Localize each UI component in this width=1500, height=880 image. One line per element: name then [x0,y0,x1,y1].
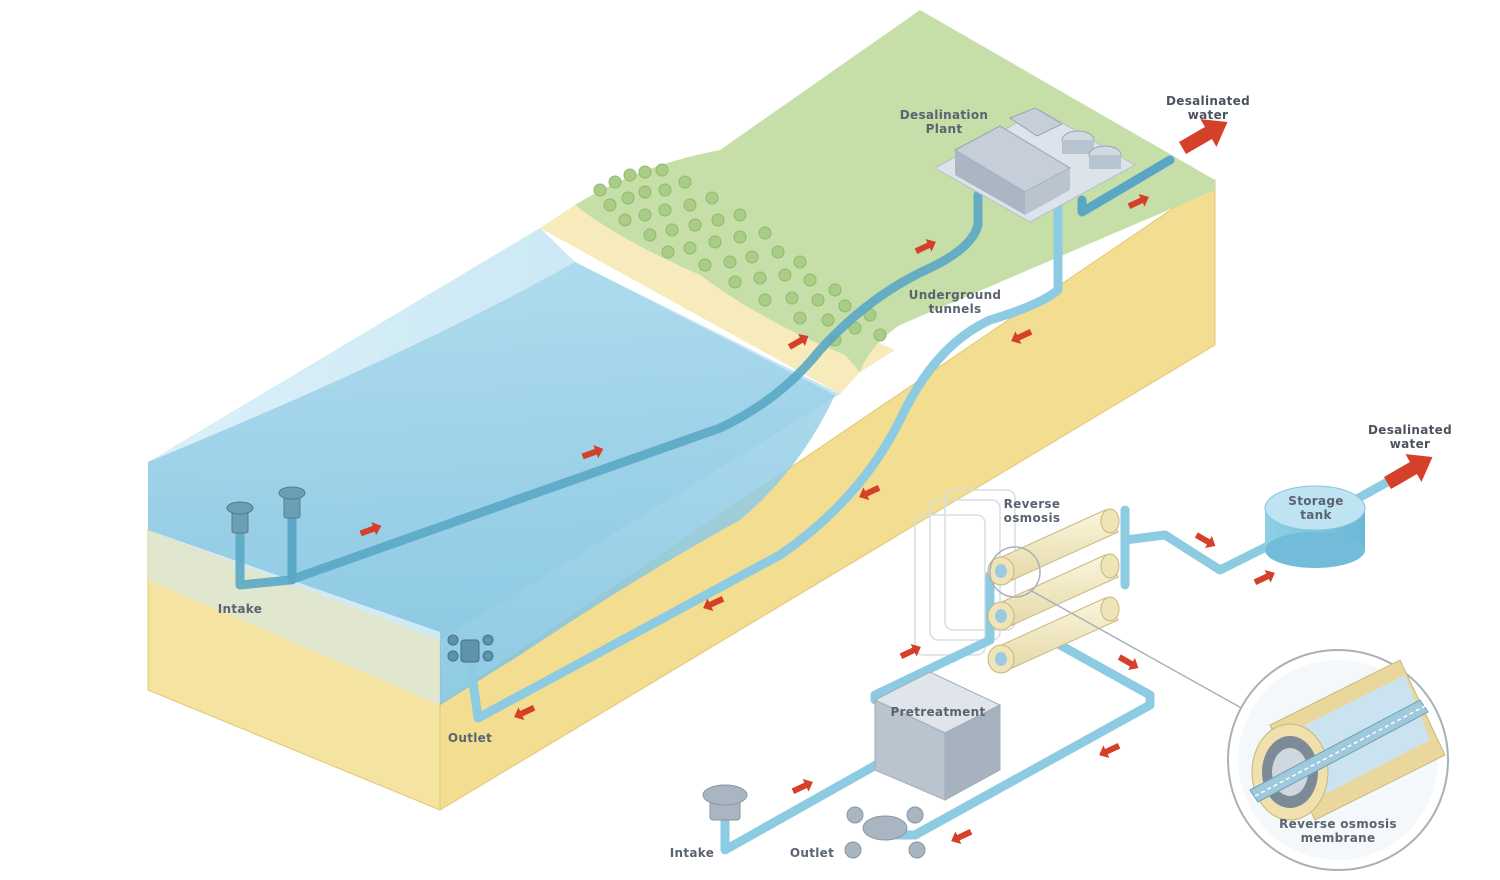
outlet-diffuser-icon [447,634,494,663]
pretreatment-box [873,671,1002,801]
product-pipe [1077,155,1175,217]
flow-arrow-icon [859,485,881,501]
label-desal-plant-1: Desalination [900,108,988,122]
detail-brine-pipe [885,640,1155,840]
label-desal-plant-2: Plant [926,122,963,136]
labels: Desalination Plant Desalinated water Und… [218,94,1452,860]
flow-arrows [359,119,1433,845]
detail-intake-icon [702,784,748,821]
label-desal-water-top-1: Desalinated [1166,94,1250,108]
label-reverse-osmosis-2: osmosis [1004,511,1061,525]
flow-arrow-icon [914,238,936,254]
ro-membrane-detail [1227,649,1449,871]
flow-arrow-icon [1127,193,1149,209]
label-outlet-small: Outlet [790,846,834,860]
label-desal-water-right-2: water [1390,437,1430,451]
magnifier-ring [989,546,1041,598]
label-outlet-main: Outlet [448,731,492,745]
ro-membranes [987,508,1120,674]
intake-tunnel [235,190,983,590]
intake-head-icon [226,486,306,534]
label-intake-small: Intake [670,846,714,860]
label-ro-membrane-2: membrane [1301,831,1376,845]
detail-product-pipe [1120,505,1285,590]
label-pretreatment: Pretreatment [890,705,985,719]
label-storage-tank-2: tank [1300,508,1332,522]
beach-top [540,205,895,394]
flow-arrow-icon [581,445,604,460]
flow-arrow-icon [359,522,382,537]
outlet-tunnel [465,200,1063,723]
flow-arrow-icon [1253,569,1275,585]
label-reverse-osmosis-1: Reverse [1004,497,1061,511]
storage-tank [1264,485,1366,568]
flow-arrow-icon [899,643,921,659]
flow-arrow-icon [1383,454,1433,490]
label-ro-membrane-1: Reverse osmosis [1279,817,1397,831]
flow-arrow-icon [703,596,725,612]
label-desal-water-right-1: Desalinated [1368,423,1452,437]
flow-arrow-icon [1194,532,1216,549]
label-intake-main: Intake [218,602,262,616]
main-pipes [235,155,1175,723]
flow-arrow-icon [791,778,813,794]
detail-system [702,470,1449,871]
flow-arrow-icon [1178,119,1228,155]
label-underground-2: tunnels [929,302,982,316]
flow-arrow-icon [787,333,809,350]
flow-arrow-icon [1011,329,1033,345]
flow-arrow-icon [1117,654,1139,671]
magnifier-leader [1029,589,1246,711]
flow-arrow-icon [951,829,973,845]
flow-arrow-icon [1099,743,1121,759]
label-underground-1: Underground [909,288,1002,302]
label-desal-water-top-2: water [1188,108,1228,122]
desalination-plant [933,107,1137,223]
label-storage-tank-1: Storage [1288,494,1343,508]
detail-intake-pipe [720,755,890,855]
detail-feed-pipe [870,570,995,705]
detail-outlet-icon [844,806,926,859]
flow-arrow-icon [514,705,536,721]
sea-water-body [148,262,835,705]
